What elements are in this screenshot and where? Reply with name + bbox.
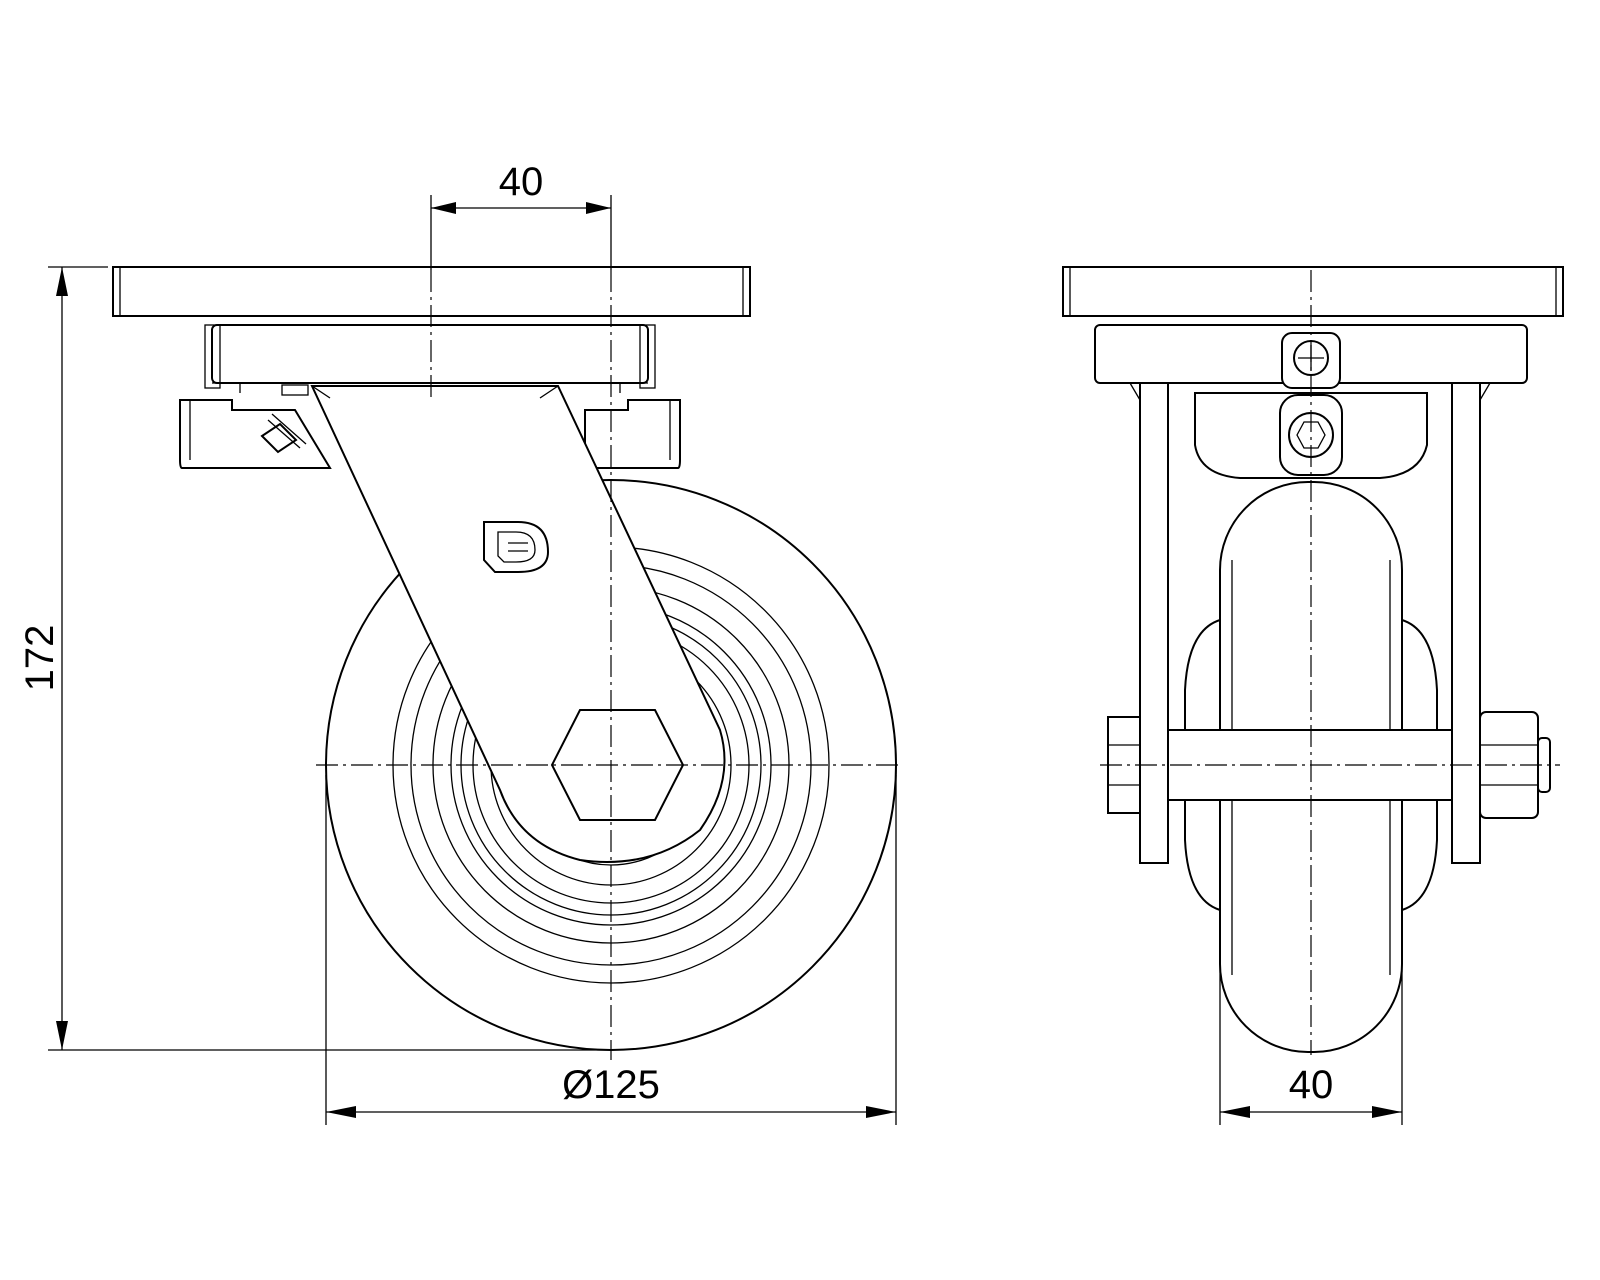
front-view [1062, 266, 1564, 1055]
dim-wheel-width: 40 [1289, 1063, 1334, 1107]
dim-height: 172 [18, 625, 62, 692]
fork-leg-left [1139, 382, 1169, 864]
swivel-head [211, 324, 649, 384]
front-top-plate [1062, 266, 1564, 317]
grease-nipple [260, 384, 309, 454]
side-view [112, 266, 900, 1060]
fork-leg-right [1451, 382, 1481, 864]
dim-top-offset: 40 [499, 160, 544, 204]
swivel-housing-right [584, 399, 681, 469]
brand-logo [483, 521, 550, 573]
dimensions: 40 172 Ø125 40 [18, 160, 1403, 1125]
dim-wheel-diameter: Ø125 [562, 1063, 660, 1107]
swivel-housing-left [179, 399, 332, 469]
